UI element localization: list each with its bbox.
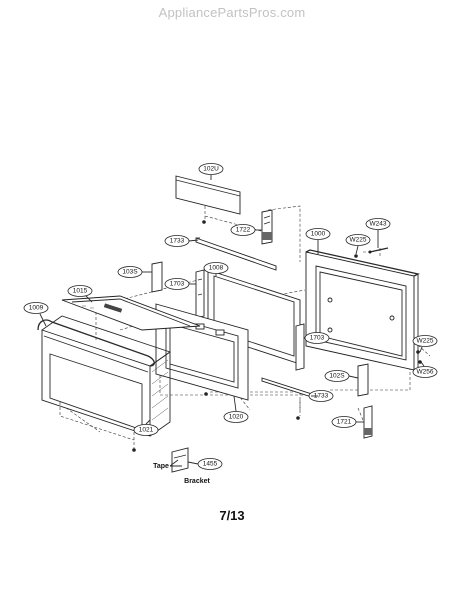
- callout-1009: 1009: [23, 302, 49, 314]
- part-1000-frame: [305, 249, 420, 371]
- callout-w225-upper: W225: [345, 234, 371, 246]
- part-103s-side: [151, 261, 163, 293]
- callout-text: W243: [370, 221, 387, 228]
- callout-1455: 1455: [197, 458, 223, 470]
- callout-text: 1733: [170, 238, 185, 245]
- tape-label: Tape: [153, 463, 169, 470]
- callout-text: 102S: [329, 373, 345, 380]
- part-1009-door-body: [37, 315, 171, 441]
- part-1020-inner-panel: [155, 303, 249, 401]
- callout-1733-lower: 1733: [308, 390, 334, 402]
- callout-text: 102U: [203, 166, 219, 173]
- callout-text: 1455: [203, 461, 218, 468]
- callout-text: 1703: [170, 281, 185, 288]
- part-1455-bracket: [171, 447, 189, 473]
- part-1703-left-strip: [195, 269, 205, 319]
- callout-text: 103S: [122, 269, 138, 276]
- callout-w243: W243: [365, 218, 391, 230]
- callout-103s: 103S: [117, 266, 143, 278]
- part-102s-side: [357, 363, 369, 397]
- callout-text: 1021: [139, 427, 154, 434]
- bracket-label: Bracket: [184, 478, 210, 485]
- part-1015-door-top: [61, 295, 201, 331]
- callout-text: 1722: [236, 227, 251, 234]
- callout-text: 1020: [229, 414, 244, 421]
- callout-w225-lower: W225: [412, 335, 438, 347]
- part-1721-bracket: [363, 405, 373, 439]
- callout-1015: 1015: [67, 285, 93, 297]
- watermark: AppliancePartsPros.com: [158, 5, 306, 20]
- callout-102s: 102S: [324, 370, 350, 382]
- callout-1021: 1021: [133, 424, 159, 436]
- callout-1008: 1008: [203, 262, 229, 274]
- part-102u-top-trim: [175, 175, 241, 215]
- callout-text: W225: [417, 338, 434, 345]
- callout-1722: 1722: [230, 224, 256, 236]
- callout-text: W256: [417, 369, 434, 376]
- callout-leaders: [39, 175, 425, 465]
- callout-text: 1009: [29, 305, 44, 312]
- callout-text: W225: [350, 237, 367, 244]
- callout-102u: 102U: [198, 163, 224, 175]
- callout-1721: 1721: [331, 416, 357, 428]
- callout-1703-left: 1703: [164, 278, 190, 290]
- screws: [132, 220, 422, 452]
- callout-text: 1721: [337, 419, 352, 426]
- callout-1703-right: 1703: [304, 332, 330, 344]
- part-1722-bracket: [261, 209, 273, 245]
- callout-text: 1008: [209, 265, 224, 272]
- callout-1000: 1000: [305, 228, 331, 240]
- page-number: 7/13: [219, 508, 245, 523]
- callout-text: 1703: [310, 335, 325, 342]
- callout-w256: W256: [412, 366, 438, 378]
- callout-text: 1015: [73, 288, 88, 295]
- callout-text: 1000: [311, 231, 326, 238]
- callout-text: 1733: [314, 393, 329, 400]
- callout-1733-upper: 1733: [164, 235, 190, 247]
- callout-1020: 1020: [223, 411, 249, 423]
- tape-leaders: [169, 459, 182, 467]
- part-1703-right-strip: [295, 323, 305, 371]
